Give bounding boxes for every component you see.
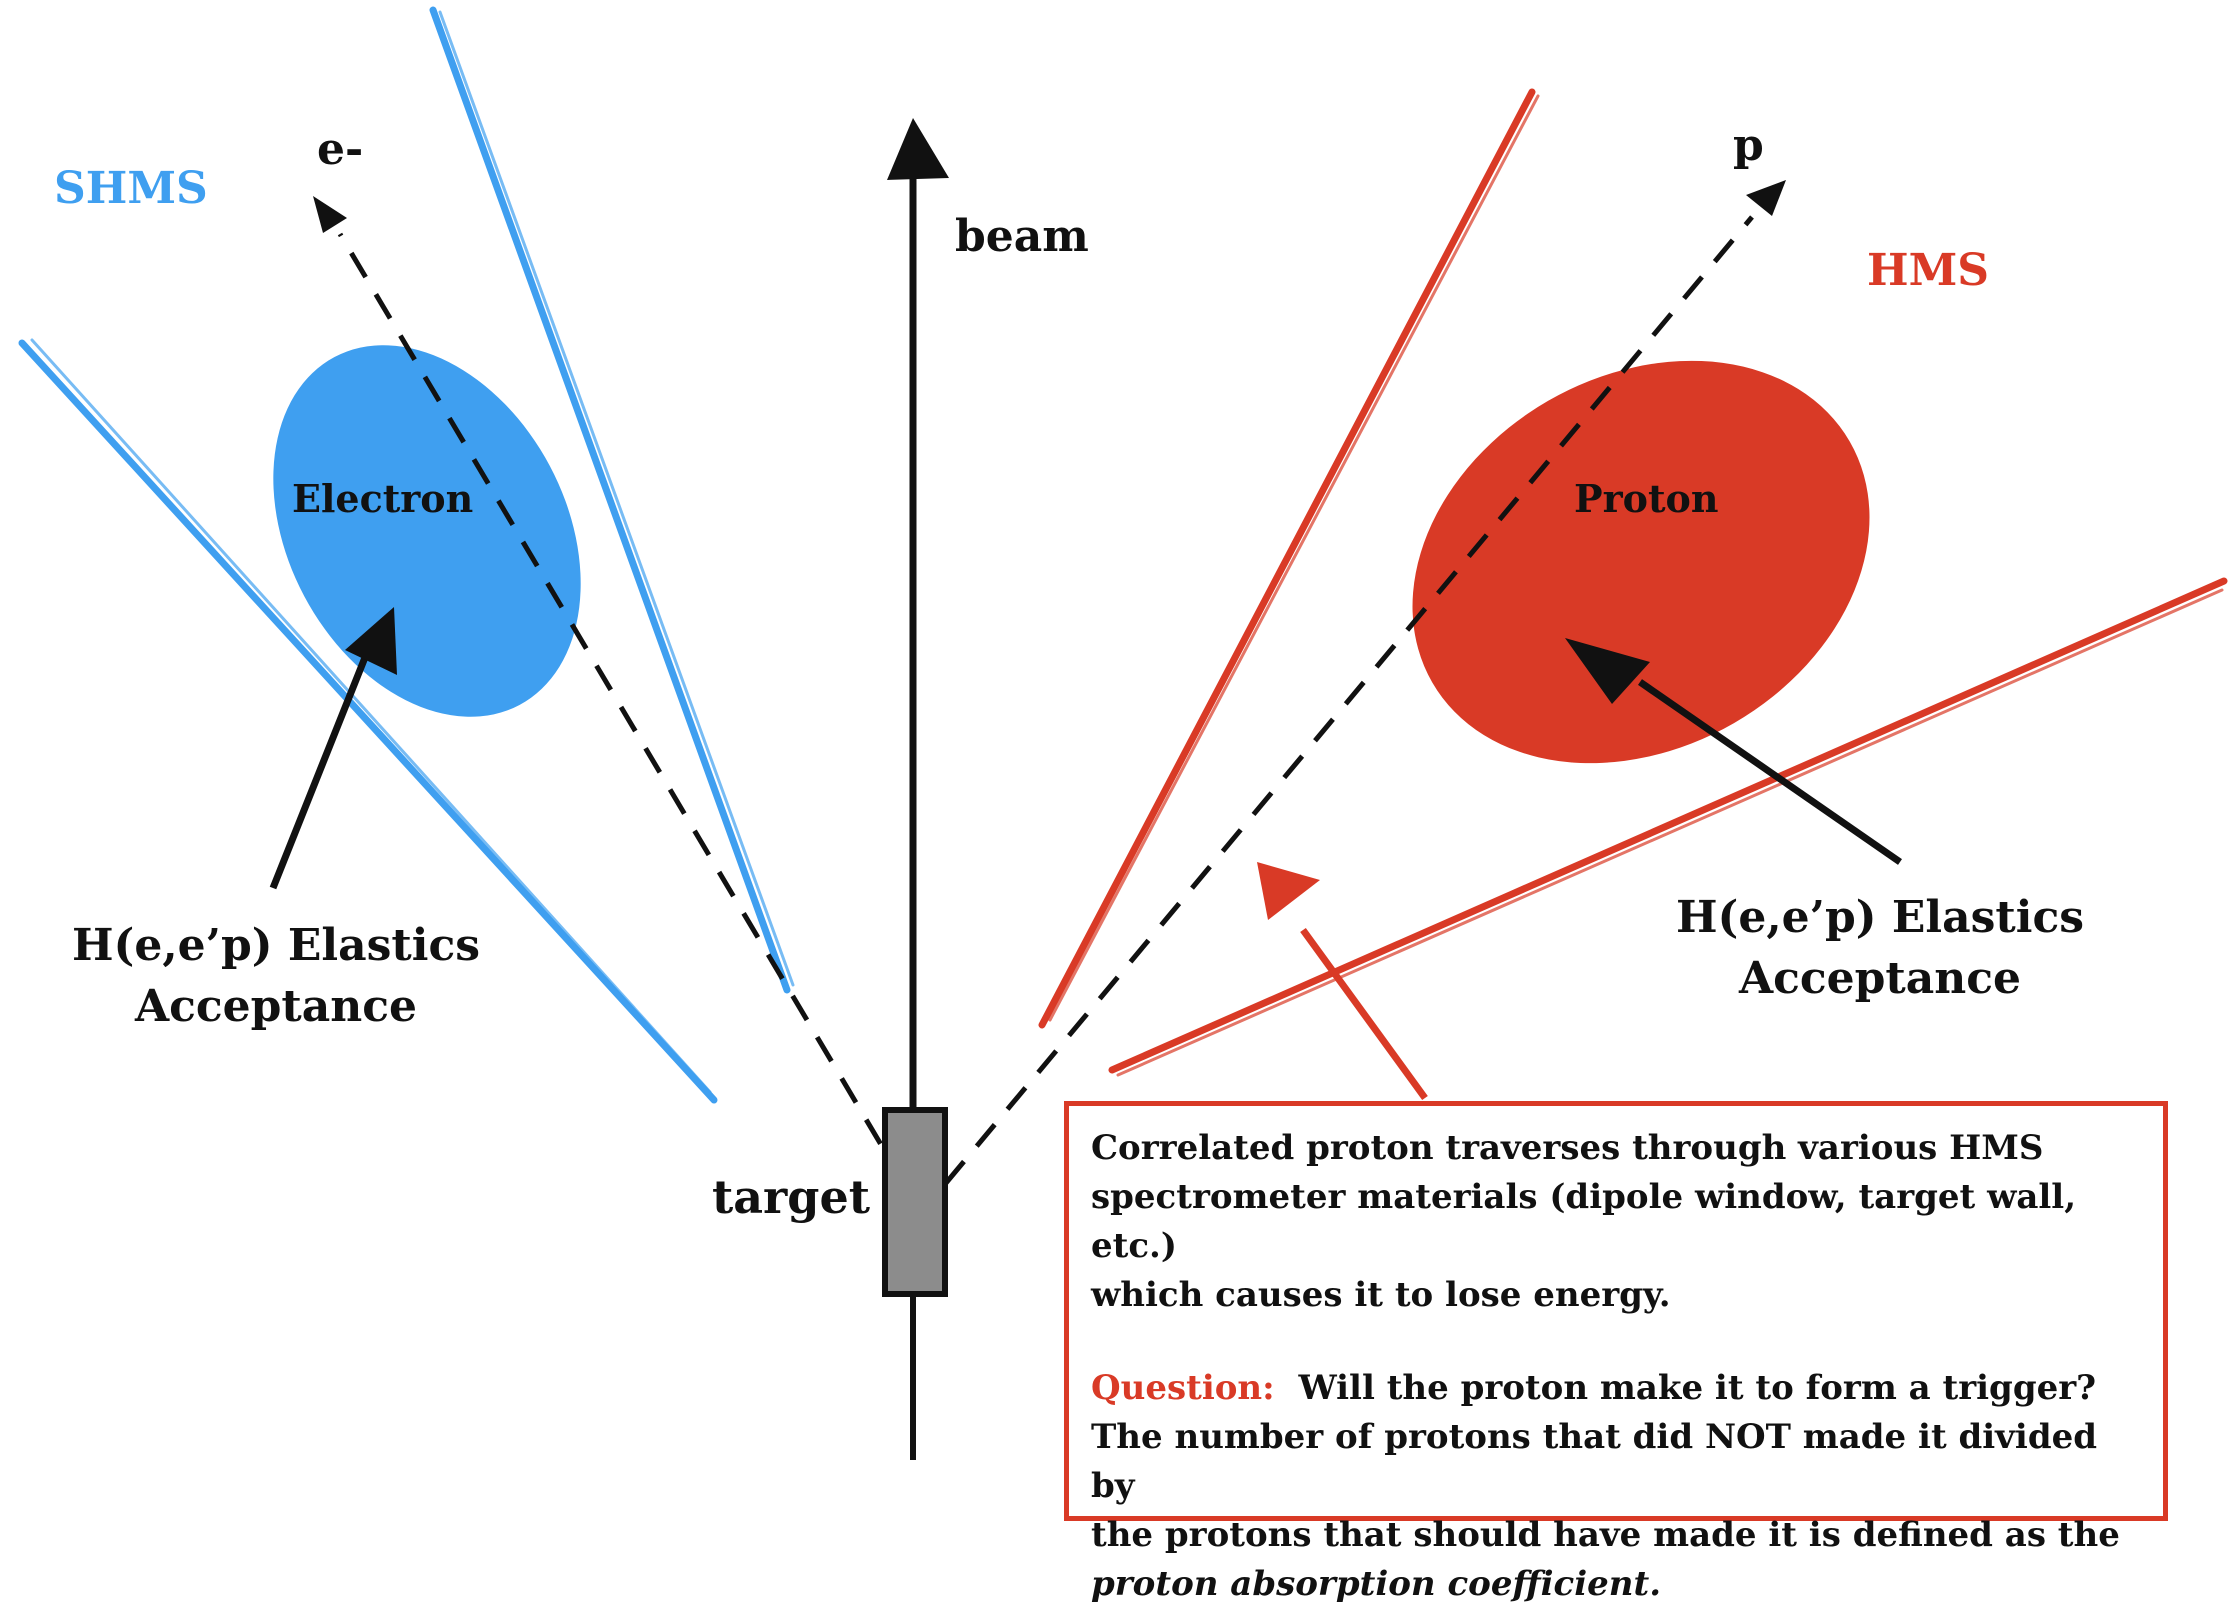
electron-acceptance-ellipse: [273, 345, 581, 717]
explanation-line-5: The number of protons that did NOT made …: [1091, 1417, 2098, 1506]
explanation-spacer: [1091, 1320, 2141, 1364]
electron-label: Electron: [292, 476, 473, 521]
explanation-box: Correlated proton traverses through vari…: [1064, 1101, 2168, 1604]
hms-label: HMS: [1867, 245, 1989, 296]
target-block: [882, 1107, 948, 1297]
explanation-line-1: Correlated proton traverses through vari…: [1091, 1128, 2044, 1168]
explanation-line-2: spectrometer materials (dipole window, t…: [1091, 1177, 2077, 1266]
electron-direction-label: e-: [317, 124, 363, 175]
shms-label: SHMS: [54, 163, 208, 214]
question-line: Question: Will the proton make it to for…: [1091, 1364, 2141, 1413]
right-acceptance-label-line2: Acceptance: [1738, 953, 2021, 1004]
hms-acceptance-cone: [1038, 88, 2228, 1077]
callout-pointer: [1300, 927, 1428, 1101]
electron-path-dashed: [337, 232, 908, 1187]
right-acceptance-pointer: [1638, 679, 1902, 865]
electron-arrowhead: [313, 196, 347, 233]
left-acceptance-pointer: [269, 653, 370, 890]
left-acceptance-label-line1: H(e,e’p) Elastics: [72, 920, 480, 971]
shms-acceptance-cone: [18, 6, 795, 1104]
proton-arrowhead: [1746, 180, 1786, 216]
explanation-line-7: proton absorption coefficient.: [1091, 1564, 1662, 1604]
explanation-line-3: which causes it to lose energy.: [1091, 1275, 1671, 1315]
beam-label: beam: [955, 211, 1089, 262]
diagram-canvas: SHMS HMS e- p beam target Electron Proto…: [18, 6, 2228, 1460]
right-acceptance-label-line1: H(e,e’p) Elastics: [1676, 892, 2084, 943]
proton-path-dashed: [944, 215, 1754, 1185]
callout-pointer-head: [1257, 862, 1320, 920]
target-label: target: [712, 1170, 871, 1224]
question-label: Question:: [1091, 1368, 1275, 1408]
explanation-line-6: the protons that should have made it is …: [1091, 1515, 2120, 1555]
right-acceptance-pointer-head: [1565, 638, 1650, 704]
left-acceptance-pointer-head: [345, 607, 397, 675]
left-acceptance-label-line2: Acceptance: [134, 981, 417, 1032]
proton-direction-label: p: [1733, 120, 1764, 171]
beam-arrowhead: [887, 118, 949, 180]
proton-label: Proton: [1574, 476, 1718, 521]
proton-acceptance-ellipse: [1412, 360, 1870, 764]
question-text: Will the proton make it to form a trigge…: [1298, 1368, 2097, 1408]
